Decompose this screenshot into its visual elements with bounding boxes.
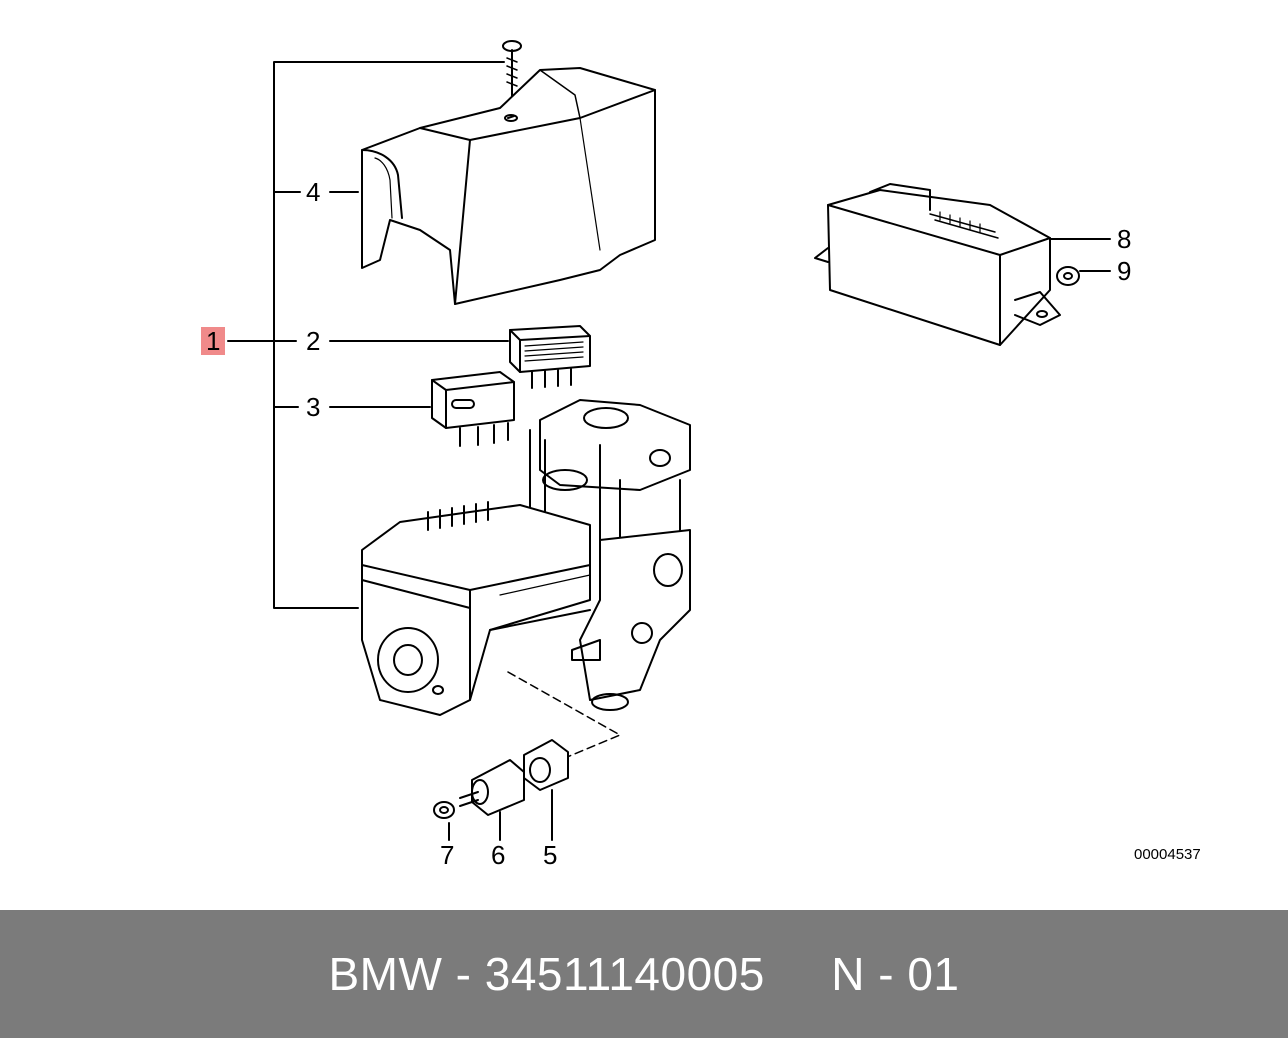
diagram-drawing [227,40,1111,841]
callout-9[interactable]: 9 [1117,256,1132,286]
control-module-part [814,183,1080,346]
footer-part-number: BMW - 34511140005 N - 01 [328,948,960,1000]
cover-part [361,40,656,305]
callout-7[interactable]: 7 [440,840,455,870]
callout-6[interactable]: 6 [491,840,506,870]
mount-parts [433,739,569,819]
callout-4[interactable]: 4 [306,177,321,207]
callout-5[interactable]: 5 [543,840,558,870]
leader-lines [227,61,1111,841]
image-code: 00004537 [1134,846,1201,863]
callout-2[interactable]: 2 [306,326,321,356]
hydraulic-unit-part [361,399,691,716]
callout-1[interactable]: 1 [201,327,226,355]
relay-2-part [509,325,591,389]
parts-diagram: 1 2 3 4 5 6 7 8 9 00004537 [201,40,1201,870]
relay-3-part [431,371,515,447]
callout-8[interactable]: 8 [1117,224,1132,254]
callout-3[interactable]: 3 [306,392,321,422]
footer-bar: BMW - 34511140005 N - 01 [0,910,1288,1038]
